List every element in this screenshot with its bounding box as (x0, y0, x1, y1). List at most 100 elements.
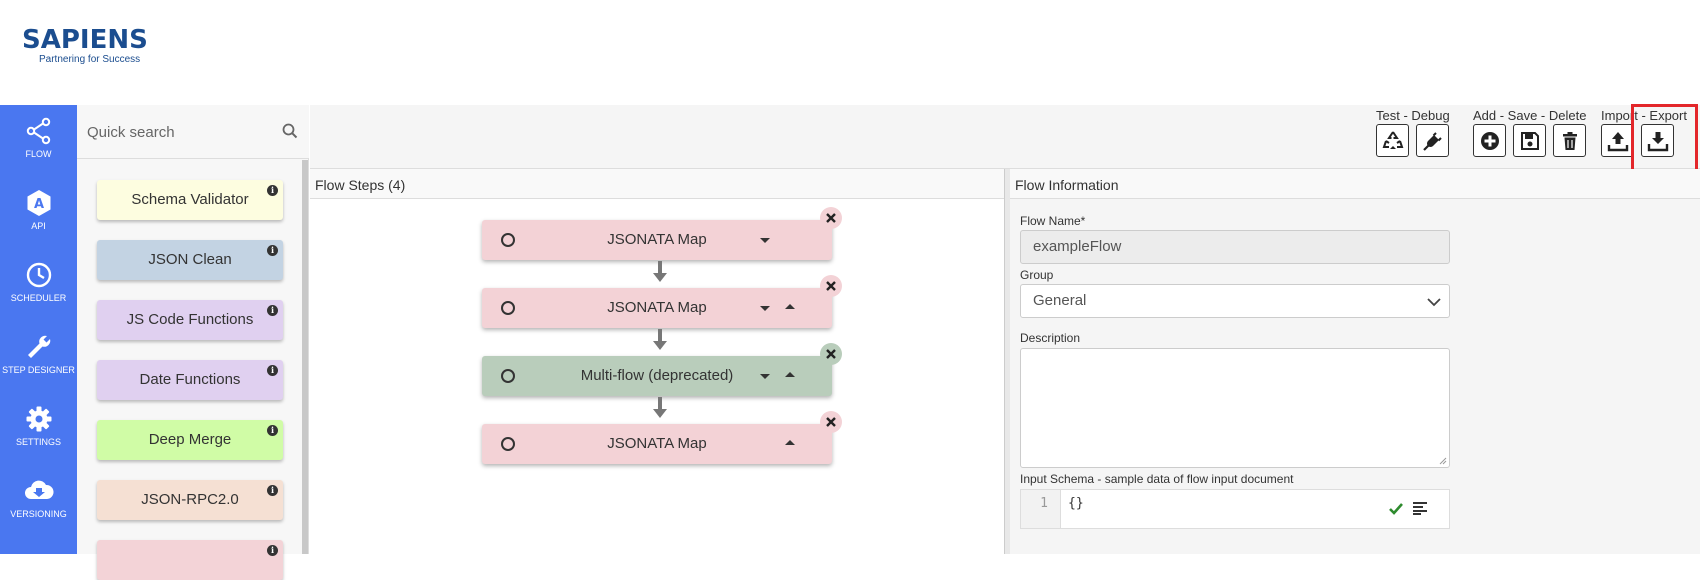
flow-steps-header: Flow Steps (4) (310, 169, 1004, 199)
import-button[interactable] (1601, 124, 1634, 157)
flow-step[interactable]: JSONATA Map (482, 411, 842, 464)
move-up-icon[interactable] (785, 304, 795, 309)
palette-item-json-clean[interactable]: JSON Clean i (97, 240, 283, 280)
nav-item-step-designer[interactable]: STEP DESIGNER (0, 333, 77, 375)
download-icon (1647, 131, 1668, 151)
search-input[interactable] (87, 120, 277, 144)
close-icon (826, 349, 836, 359)
palette-item-js-code-functions[interactable]: JS Code Functions i (97, 300, 283, 340)
remove-step-button[interactable] (820, 275, 842, 297)
move-down-icon[interactable] (760, 306, 770, 311)
resize-handle-icon[interactable] (1439, 457, 1447, 465)
sapiens-logo[interactable]: SAPIENS Partnering for Success (22, 26, 148, 65)
info-icon[interactable]: i (267, 545, 278, 556)
save-icon (1520, 131, 1539, 150)
nav-item-versioning[interactable]: VERSIONING (0, 477, 77, 519)
palette-item-deep-merge[interactable]: Deep Merge i (97, 420, 283, 460)
clock-icon (26, 262, 51, 288)
palette-item-partial[interactable]: i (97, 540, 283, 580)
palette-item-label: JS Code Functions (126, 311, 254, 328)
palette-item-date-functions[interactable]: Date Functions i (97, 360, 283, 400)
nav-label: VERSIONING (10, 509, 67, 519)
svg-text:A: A (33, 197, 43, 212)
toolbar: Test - Debug Add - Save - Delete Import … (310, 105, 1700, 169)
palette-item-label: Deep Merge (148, 431, 232, 448)
test-button[interactable] (1376, 124, 1409, 157)
input-schema-editor[interactable]: 1 {} (1020, 489, 1450, 529)
trash-icon (1562, 131, 1577, 150)
close-icon (826, 213, 836, 223)
wrench-icon (27, 335, 50, 358)
step-label: JSONATA Map (607, 435, 707, 452)
panel-splitter[interactable] (1004, 169, 1010, 554)
input-schema-label: Input Schema - sample data of flow input… (1020, 472, 1294, 486)
add-button[interactable] (1473, 124, 1506, 157)
export-button[interactable] (1641, 124, 1674, 157)
close-icon (826, 417, 836, 427)
info-icon[interactable]: i (267, 425, 278, 436)
step-label: Multi-flow (deprecated) (580, 367, 734, 384)
code-content[interactable]: {} (1068, 496, 1084, 511)
flow-step[interactable]: JSONATA Map (482, 207, 842, 260)
nav-item-flow[interactable]: FLOW (0, 117, 77, 159)
toolbar-group-add-save-delete: Add - Save - Delete (1473, 108, 1587, 123)
logo-tagline: Partnering for Success (39, 54, 141, 65)
step-select-radio[interactable] (501, 301, 515, 315)
valid-check-icon (1389, 503, 1403, 515)
nav-label: SETTINGS (15, 437, 61, 447)
flow-information-panel: Flow Information Flow Name* exampleFlow … (1010, 169, 1700, 554)
upload-icon (1607, 131, 1628, 151)
palette-scrollbar[interactable] (302, 160, 308, 554)
chevron-down-icon (1427, 298, 1441, 307)
share-icon (26, 117, 50, 145)
close-icon (826, 281, 836, 291)
group-value: General (1033, 292, 1087, 309)
step-select-radio[interactable] (501, 369, 515, 383)
flow-steps-panel: Flow Steps (4) JSONATA Map JSONATA Map M… (310, 169, 1005, 554)
flow-steps-title: Flow Steps (4) (315, 177, 406, 193)
step-select-radio[interactable] (501, 437, 515, 451)
flow-information-header: Flow Information (1010, 169, 1700, 199)
palette-item-json-rpc[interactable]: JSON-RPC2.0 i (97, 480, 283, 520)
move-up-icon[interactable] (785, 440, 795, 445)
move-down-icon[interactable] (760, 238, 770, 243)
info-icon[interactable]: i (267, 185, 278, 196)
toolbar-group-import-export: Import - Export (1601, 108, 1687, 123)
flow-arrow (653, 261, 667, 282)
plug-icon (1422, 131, 1442, 151)
delete-button[interactable] (1553, 124, 1586, 157)
step-select-radio[interactable] (501, 233, 515, 247)
logo-brand: SAPIENS (22, 25, 148, 55)
info-icon[interactable]: i (267, 305, 278, 316)
debug-button[interactable] (1416, 124, 1449, 157)
save-button[interactable] (1513, 124, 1546, 157)
step-palette: Schema Validator i JSON Clean i JS Code … (77, 105, 309, 580)
palette-item-label: Schema Validator (131, 191, 249, 208)
group-label: Group (1020, 268, 1054, 282)
nav-item-scheduler[interactable]: SCHEDULER (0, 261, 77, 303)
search-icon[interactable] (282, 123, 298, 139)
nav-item-settings[interactable]: SETTINGS (0, 405, 77, 447)
palette-item-label: Date Functions (139, 371, 241, 388)
move-down-icon[interactable] (760, 374, 770, 379)
info-icon[interactable]: i (267, 365, 278, 376)
remove-step-button[interactable] (820, 411, 842, 433)
remove-step-button[interactable] (820, 343, 842, 365)
move-up-icon[interactable] (785, 372, 795, 377)
nav-label: SCHEDULER (10, 293, 67, 303)
left-navigation: FLOW A API SCHEDULER STEP DESIGNER (0, 105, 77, 554)
add-circle-icon (1480, 131, 1499, 150)
info-icon[interactable]: i (267, 485, 278, 496)
flow-step[interactable]: JSONATA Map (482, 275, 842, 328)
format-align-icon[interactable] (1412, 501, 1428, 515)
info-icon[interactable]: i (267, 245, 278, 256)
description-textarea[interactable] (1020, 348, 1450, 468)
palette-item-schema-validator[interactable]: Schema Validator i (97, 180, 283, 220)
flow-step[interactable]: Multi-flow (deprecated) (482, 343, 842, 396)
group-select[interactable]: General (1020, 284, 1450, 318)
flow-arrow (653, 329, 667, 350)
remove-step-button[interactable] (820, 207, 842, 229)
flow-name-field[interactable]: exampleFlow (1020, 230, 1450, 264)
nav-item-api[interactable]: A API (0, 189, 77, 231)
step-label: JSONATA Map (607, 231, 707, 248)
